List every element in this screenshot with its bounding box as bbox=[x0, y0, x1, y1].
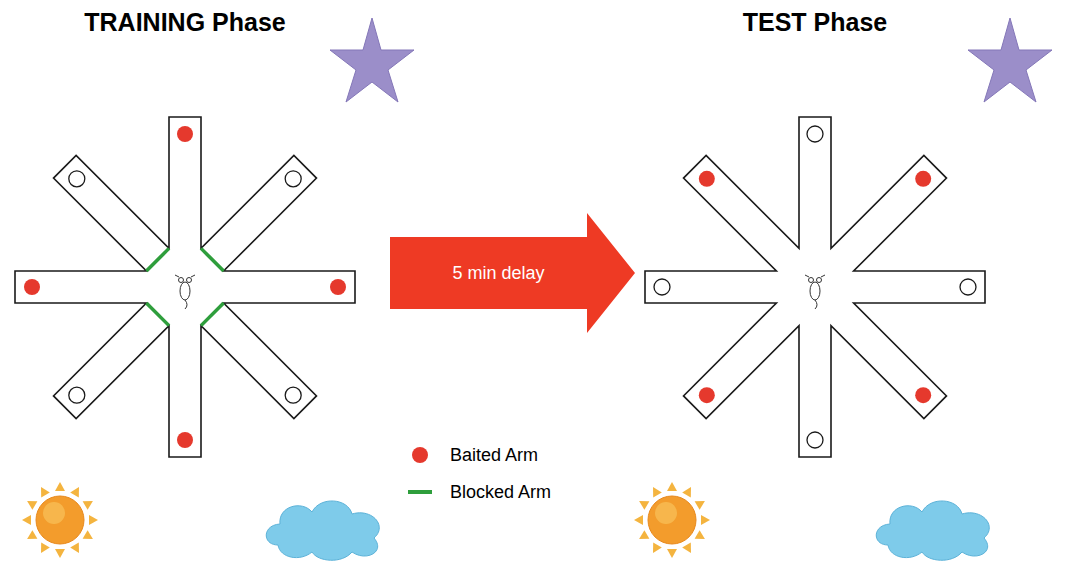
radial-arm-maze bbox=[15, 117, 355, 457]
cloud-cue bbox=[876, 501, 989, 560]
bait-dot bbox=[699, 387, 715, 403]
maze-outline bbox=[15, 117, 355, 457]
bait-dot bbox=[177, 126, 193, 142]
phase-heading: TEST Phase bbox=[743, 8, 888, 37]
empty-well bbox=[69, 387, 85, 403]
empty-well bbox=[960, 279, 976, 295]
arm-block bbox=[146, 248, 169, 271]
delay-label: 5 min delay bbox=[452, 263, 544, 284]
sun-cue bbox=[634, 482, 710, 558]
maze-outline bbox=[645, 117, 985, 457]
radial-arm-maze bbox=[645, 117, 985, 457]
star-cue bbox=[968, 18, 1052, 102]
empty-well bbox=[285, 387, 301, 403]
arm-block bbox=[201, 303, 224, 326]
arm-block bbox=[146, 303, 169, 326]
empty-well bbox=[654, 279, 670, 295]
cloud-cue bbox=[266, 501, 379, 560]
sun-cue bbox=[22, 482, 98, 558]
legend-dot bbox=[412, 447, 428, 463]
bait-dot bbox=[915, 171, 931, 187]
delay-arrow: 5 min delay bbox=[390, 213, 635, 333]
arm-block bbox=[201, 248, 224, 271]
bait-dot bbox=[699, 171, 715, 187]
legend-line bbox=[408, 490, 432, 494]
bait-dot bbox=[915, 387, 931, 403]
bait-dot bbox=[330, 279, 346, 295]
empty-well bbox=[69, 171, 85, 187]
bait-dot bbox=[177, 432, 193, 448]
empty-well bbox=[285, 171, 301, 187]
arrow-fill bbox=[390, 213, 635, 333]
legend-label: Blocked Arm bbox=[450, 482, 551, 503]
legend-label: Baited Arm bbox=[450, 445, 538, 466]
phase-heading: TRAINING Phase bbox=[84, 8, 285, 37]
empty-well bbox=[807, 126, 823, 142]
mouse bbox=[805, 275, 825, 309]
star-cue bbox=[330, 18, 414, 102]
empty-well bbox=[807, 432, 823, 448]
bait-dot bbox=[24, 279, 40, 295]
mouse bbox=[175, 275, 195, 309]
